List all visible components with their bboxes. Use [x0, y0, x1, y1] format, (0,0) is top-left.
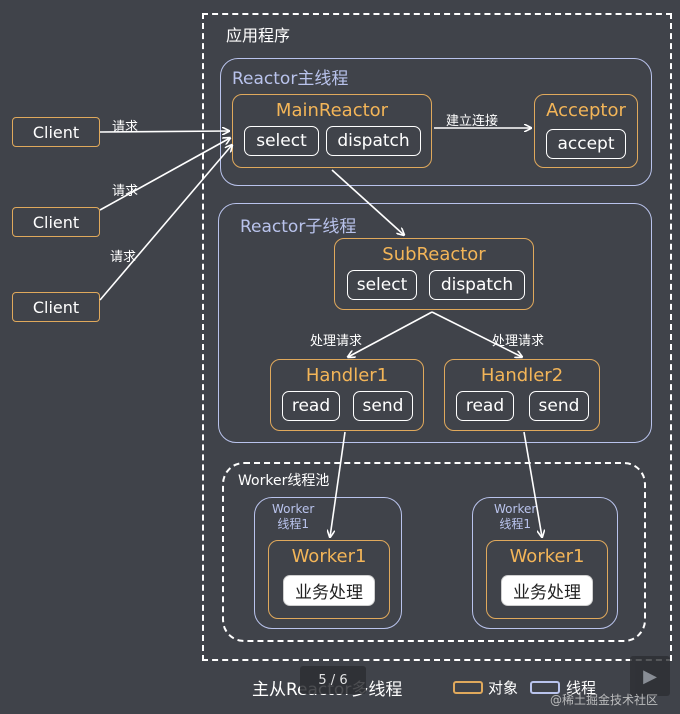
arrow-client3-main [99, 145, 232, 301]
client-label: Client [32, 122, 80, 142]
reactor-main-thread-title: Reactor主线程 [232, 69, 349, 89]
arrow-sub-handler1 [348, 311, 433, 357]
sub-reactor-select: select [347, 270, 417, 300]
worker-thread-1-name-line2: 线程1 [277, 517, 309, 531]
acceptor-accept: accept [546, 129, 626, 159]
handler2-title: Handler2 [480, 365, 564, 386]
page-indicator-text: 5 / 6 [318, 672, 348, 688]
worker1-box-b: Worker1 业务处理 [486, 540, 608, 619]
main-reactor-title: MainReactor [275, 100, 389, 121]
worker-pool-boundary [222, 462, 646, 642]
chevron-right-icon: ▶ [643, 665, 657, 687]
main-reactor-box: MainReactor select dispatch [232, 94, 432, 168]
handler1-read: read [282, 391, 340, 421]
worker1-box-a: Worker1 业务处理 [268, 540, 390, 619]
handler1-title: Handler1 [305, 365, 389, 386]
handler2-send: send [529, 391, 589, 421]
acceptor-title: Acceptor [546, 100, 626, 121]
client-box-3: Client [12, 292, 100, 322]
arrow-handler1-worker [330, 431, 346, 537]
application-title: 应用程序 [226, 26, 291, 45]
handler2-box: Handler2 read send [444, 359, 600, 431]
watermark: @稀土掘金技术社区 [550, 693, 659, 707]
handler1-box: Handler1 read send [270, 359, 424, 431]
legend-thread-label: 线程 [566, 679, 597, 697]
worker-thread-1-name: Worker 线程1 [272, 502, 314, 532]
handler2-read: read [456, 391, 514, 421]
acceptor-box: Acceptor accept [534, 94, 638, 168]
next-page-button[interactable]: ▶ [630, 656, 670, 696]
worker1-title-a: Worker1 [291, 546, 367, 567]
application-boundary [202, 13, 672, 661]
worker-pool-title: Worker线程池 [238, 473, 330, 489]
worker-thread-1 [254, 497, 402, 629]
main-reactor-dispatch: dispatch [326, 126, 421, 156]
sub-reactor-dispatch: dispatch [429, 270, 525, 300]
sub-reactor-box: SubReactor select dispatch [334, 238, 534, 310]
reactor-sub-thread [218, 203, 652, 443]
client-label: Client [32, 212, 80, 232]
worker1-title-b: Worker1 [509, 546, 585, 567]
worker1-task-b: 业务处理 [501, 575, 593, 606]
reactor-main-thread [220, 58, 652, 186]
worker-thread-2-name-line1: Worker [494, 502, 537, 516]
handle-label-1: 处理请求 [310, 334, 363, 349]
arrow-handler2-worker [523, 431, 542, 537]
arrow-sub-handler2 [431, 311, 522, 357]
main-reactor-select: select [244, 126, 319, 156]
legend-thread-swatch [530, 681, 560, 694]
client-label: Client [32, 297, 80, 317]
handle-label-2: 处理请求 [492, 334, 545, 349]
request-label-2: 请求 [112, 184, 139, 199]
worker-thread-2 [472, 497, 618, 629]
client-box-1: Client [12, 117, 100, 147]
client-box-2: Client [12, 207, 100, 237]
handler1-send: send [353, 391, 413, 421]
connect-label: 建立连接 [446, 114, 499, 129]
worker-thread-2-name: Worker 线程1 [494, 502, 536, 532]
worker1-task-a: 业务处理 [283, 575, 375, 606]
page-indicator: 5 / 6 [300, 666, 366, 694]
worker-thread-1-name-line1: Worker [272, 502, 315, 516]
arrow-client1-main [99, 131, 229, 132]
legend-object-label: 对象 [488, 679, 519, 697]
reactor-sub-thread-title: Reactor子线程 [240, 217, 357, 237]
sub-reactor-title: SubReactor [382, 244, 486, 265]
worker-thread-2-name-line2: 线程1 [499, 517, 531, 531]
request-label-3: 请求 [110, 250, 137, 265]
arrow-client2-main [99, 138, 230, 211]
arrow-main-sub [331, 169, 404, 235]
legend-object-swatch [453, 681, 483, 694]
